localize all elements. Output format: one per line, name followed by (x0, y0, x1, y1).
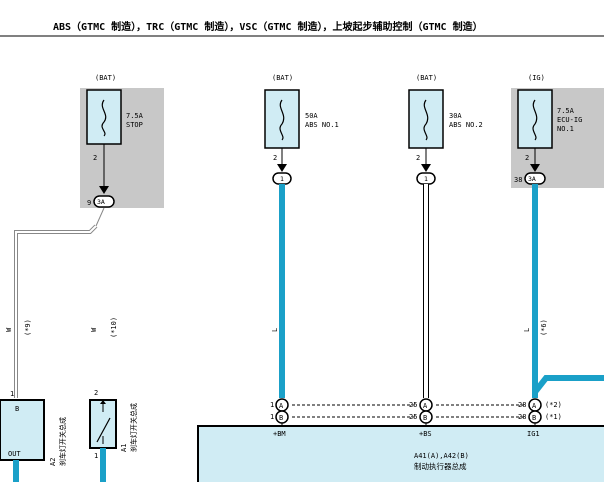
diagram-title: ABS（GTMC 制造），TRC（GTMC 制造），VSC（GTMC 制造），上… (53, 20, 483, 33)
svg-text:刹车灯开关总成: 刹车灯开关总成 (129, 403, 138, 452)
fuse-ecu-ig-no1: (IG) 7.5A ECU-IG NO.1 2 3A 38 (514, 74, 582, 185)
svg-text:STOP: STOP (126, 121, 143, 129)
svg-text:B: B (279, 414, 283, 422)
svg-text:2: 2 (525, 154, 529, 162)
svg-text:(*1): (*1) (545, 413, 562, 421)
svg-text:ABS NO.1: ABS NO.1 (305, 121, 339, 129)
svg-text:(*2): (*2) (545, 401, 562, 409)
wire-w-left (14, 207, 105, 398)
svg-text:1: 1 (424, 175, 428, 183)
svg-text:3A: 3A (528, 175, 536, 183)
svg-text:刹车灯开关总成: 刹车灯开关总成 (58, 417, 67, 466)
svg-text:2: 2 (416, 154, 420, 162)
svg-text:1: 1 (270, 401, 274, 409)
svg-text:9: 9 (87, 199, 91, 207)
svg-text:A41(A),A42(B): A41(A),A42(B) (414, 452, 469, 460)
svg-text:7.5A: 7.5A (126, 112, 144, 120)
svg-text:7.5A: 7.5A (557, 107, 575, 115)
svg-text:B: B (423, 414, 427, 422)
svg-text:25: 25 (409, 413, 417, 421)
svg-text:2: 2 (93, 154, 97, 162)
svg-text:A1: A1 (120, 444, 128, 452)
fuse-stop: (BAT) 7.5A STOP 2 3A 9 (86, 74, 144, 208)
svg-text:50A: 50A (305, 112, 318, 120)
fuse-abs-no1: (BAT) 50A ABS NO.1 2 1 (264, 74, 339, 185)
svg-text:3A: 3A (97, 198, 105, 206)
svg-text:2: 2 (273, 154, 277, 162)
svg-text:ABS NO.2: ABS NO.2 (449, 121, 483, 129)
svg-text:ECU-IG: ECU-IG (557, 116, 582, 124)
svg-text:IG1: IG1 (527, 430, 540, 438)
wire-w2-color: W (90, 327, 98, 332)
svg-text:B: B (532, 414, 536, 422)
svg-text:NO.1: NO.1 (557, 125, 574, 133)
svg-text:A: A (532, 402, 537, 410)
stop-switch-a2: 1 B OUT A2 刹车灯开关总成 (0, 390, 67, 482)
wire-l-ig1-branch (532, 375, 604, 394)
svg-text:30A: 30A (449, 112, 462, 120)
svg-text:1: 1 (280, 175, 284, 183)
wire-l1-color: L (271, 328, 279, 332)
wire-w2-note: (*10) (110, 317, 118, 338)
svg-text:OUT: OUT (8, 450, 21, 458)
svg-text:(BAT): (BAT) (272, 74, 293, 82)
wire-l2-note: (*6) (540, 319, 548, 336)
svg-text:2: 2 (94, 389, 98, 397)
svg-text:A: A (279, 402, 284, 410)
wire-w1-note: (*9) (24, 319, 32, 336)
svg-text:+BS: +BS (419, 430, 432, 438)
wire-l2-color: L (523, 328, 531, 332)
svg-text:(BAT): (BAT) (95, 74, 116, 82)
svg-text:制动执行器总成: 制动执行器总成 (414, 461, 467, 471)
svg-text:38: 38 (514, 176, 522, 184)
svg-text:A2: A2 (49, 458, 57, 466)
svg-text:B: B (15, 405, 19, 413)
stop-switch-a1: 2 1 A1 刹车灯开关总成 (89, 389, 138, 482)
wire-w1-color: W (5, 327, 13, 332)
svg-text:(BAT): (BAT) (416, 74, 437, 82)
svg-text:1: 1 (10, 390, 14, 398)
svg-text:25: 25 (409, 401, 417, 409)
actuator-connector-row: 1 A 1 B 25 A 25 B 28 A (*2) 28 B (*1) (270, 398, 562, 424)
svg-text:1: 1 (94, 452, 98, 460)
fuse-abs-no2: (BAT) 30A ABS NO.2 2 1 (408, 74, 483, 185)
svg-text:28: 28 (518, 401, 526, 409)
svg-text:1: 1 (270, 413, 274, 421)
svg-text:+BM: +BM (273, 430, 286, 438)
brake-actuator-assembly: +BM +BS IG1 A41(A),A42(B) 制动执行器总成 (197, 425, 604, 482)
svg-text:28: 28 (518, 413, 526, 421)
svg-text:A: A (423, 402, 428, 410)
svg-text:(IG): (IG) (528, 74, 545, 82)
